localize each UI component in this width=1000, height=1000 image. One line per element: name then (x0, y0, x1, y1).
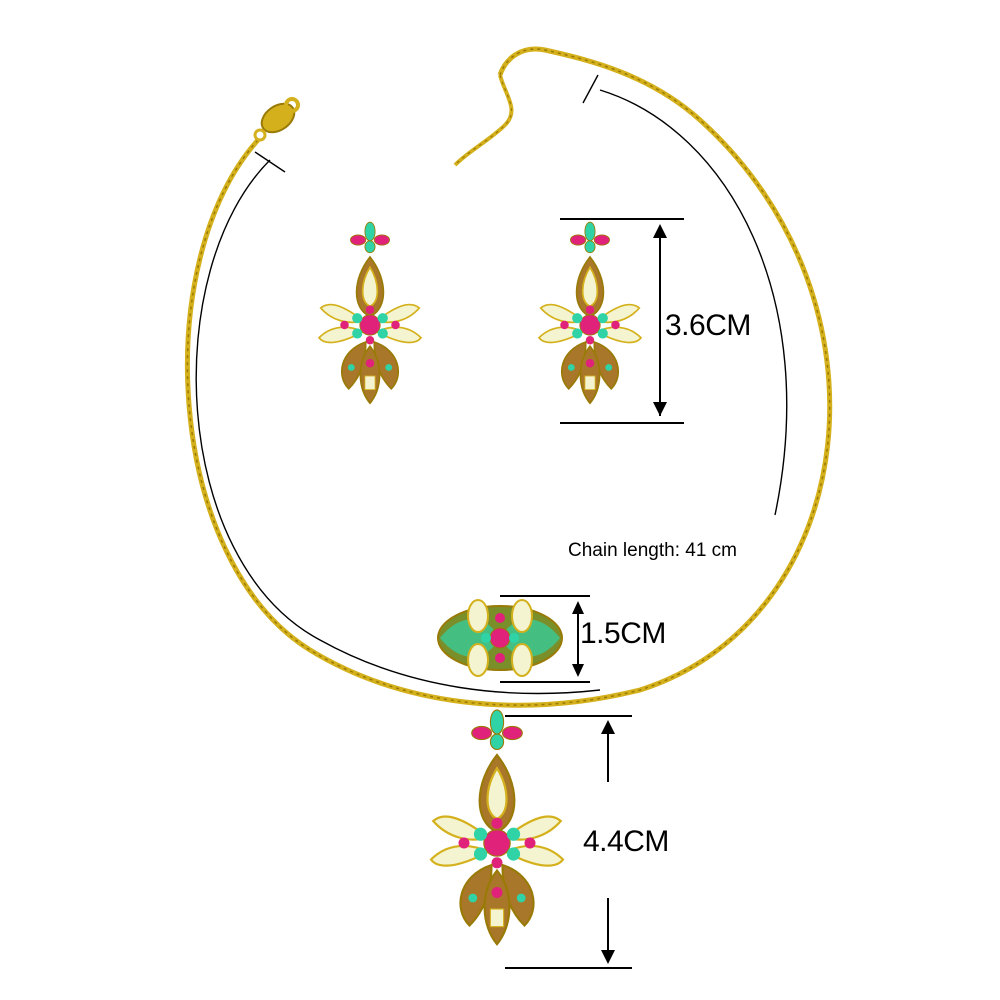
earring-left (318, 221, 422, 405)
earring-right (538, 221, 642, 405)
earring-height-label: 3.6CM (665, 309, 751, 342)
ring-height-indicator (500, 595, 590, 683)
pendant-height-indicator (505, 715, 632, 969)
ring-height-label: 1.5CM (580, 617, 666, 650)
pendant (429, 708, 565, 946)
chain-length-label: Chain length: 41 cm (568, 540, 737, 561)
lobster-clasp-icon (253, 97, 300, 142)
ring (437, 599, 563, 677)
earring-height-indicator (560, 218, 684, 424)
chain-length-indicator (195, 74, 788, 695)
pendant-height-label: 4.4CM (583, 825, 669, 858)
necklace-chain (185, 46, 833, 708)
